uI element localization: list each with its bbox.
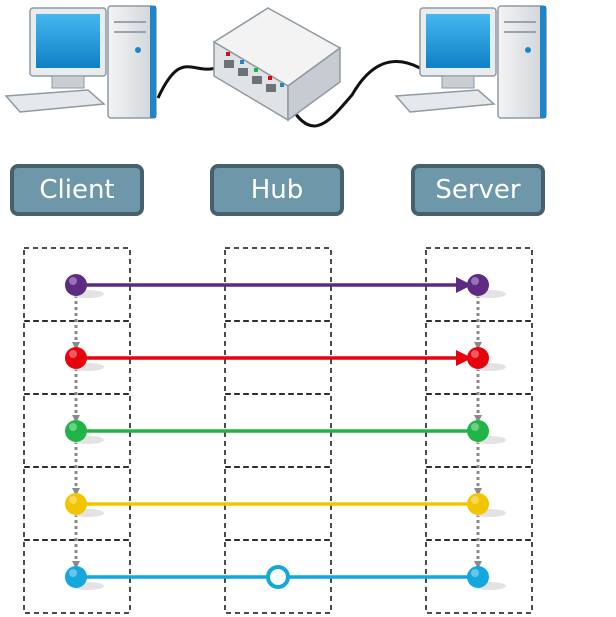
dot-highlight — [69, 350, 77, 358]
dot-highlight — [471, 496, 479, 504]
message-dot-server — [467, 493, 489, 515]
network-hub-icon — [212, 7, 342, 122]
client-computer-icon — [4, 5, 157, 119]
message-dot-server — [467, 420, 489, 442]
dot-highlight — [471, 277, 479, 285]
dot-highlight — [471, 569, 479, 577]
message-dot-client — [65, 420, 87, 442]
client-label: Client — [10, 164, 144, 216]
hub-label: Hub — [210, 164, 344, 216]
message-dot-server — [467, 274, 489, 296]
message-dot-client — [65, 566, 87, 588]
message-dot-client — [65, 493, 87, 515]
server-label: Server — [411, 164, 545, 216]
dot-highlight — [69, 277, 77, 285]
hub-server-cable — [283, 59, 421, 128]
dot-highlight — [69, 569, 77, 577]
message-dot-server — [467, 347, 489, 369]
server-computer-icon — [394, 5, 547, 119]
message-dot-client — [65, 347, 87, 369]
message-arrowhead — [456, 350, 472, 366]
dot-highlight — [471, 423, 479, 431]
dot-highlight — [69, 423, 77, 431]
message-dot-server — [467, 566, 489, 588]
dot-highlight — [471, 350, 479, 358]
message-arrowhead — [456, 277, 472, 293]
hub-marker-ring — [266, 565, 290, 589]
message-dot-client — [65, 274, 87, 296]
dot-highlight — [69, 496, 77, 504]
